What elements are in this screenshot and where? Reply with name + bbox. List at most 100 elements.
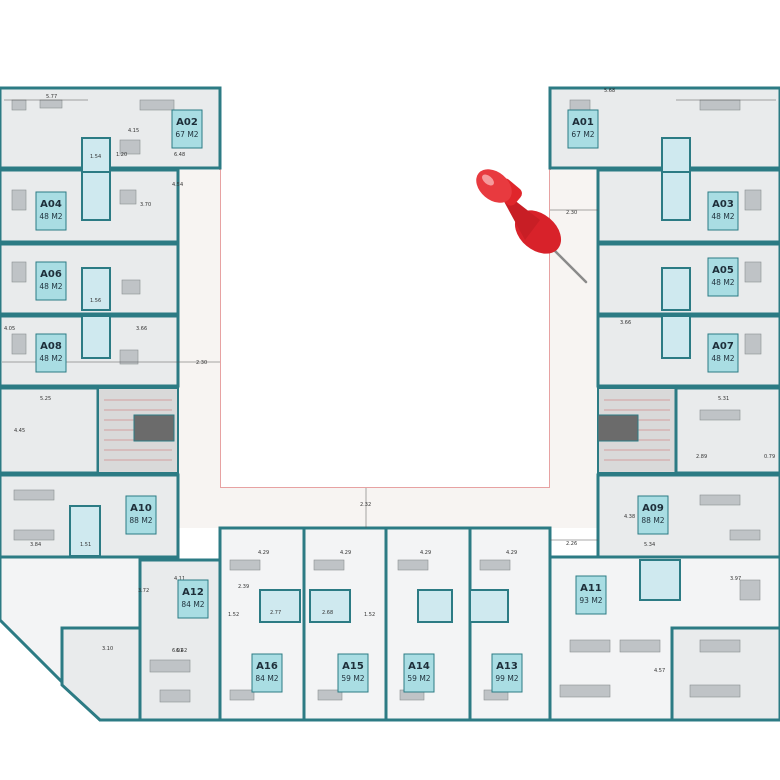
unit-code: A04 [40,199,62,210]
dimension-label: 2.30 [196,360,207,366]
dimension-label: 3.10 [102,646,113,652]
unit-a04-label[interactable]: A04 48 M2 [35,191,67,231]
unit-code: A10 [130,503,152,514]
dimension-label: 3.66 [620,320,631,326]
unit-area: 67 M2 [571,130,594,139]
dimension-labels: 5.77 4.15 6.48 1.54 1.20 4.54 3.70 5.68 … [4,88,775,674]
dimension-label: 4.45 [14,428,25,434]
unit-code: A09 [642,503,664,514]
unit-code: A16 [256,661,278,672]
bathroom [469,589,509,623]
unit-a07-label[interactable]: A07 48 M2 [707,333,739,373]
unit-code: A13 [496,661,518,672]
unit-a06-label[interactable]: A06 48 M2 [35,261,67,301]
dimension-label: 1.20 [116,152,127,158]
bathroom [661,267,691,311]
unit-area: 48 M2 [711,354,734,363]
dimension-label: 3.70 [140,202,151,208]
unit-area: 84 M2 [255,674,278,683]
dimension-label: 0.79 [764,454,775,460]
unit-area: 59 M2 [407,674,430,683]
bathroom [81,315,111,359]
dimension-label: 4.29 [420,550,431,556]
unit-code: A05 [712,265,734,276]
dimension-label: 4.05 [4,326,15,332]
dimension-label: 2.89 [696,454,707,460]
dimension-label: 2.77 [270,610,281,616]
bathroom [309,589,351,623]
unit-area: 93 M2 [579,596,602,605]
unit-area: 48 M2 [711,278,734,287]
unit-area: 88 M2 [129,516,152,525]
unit-a05-label[interactable]: A05 48 M2 [707,257,739,297]
bathroom [661,315,691,359]
unit-code: A14 [408,661,430,672]
furniture [11,99,762,703]
unit-area: 67 M2 [175,130,198,139]
unit-a11-label[interactable]: A11 93 M2 [575,575,607,615]
unit-a15-label[interactable]: A15 59 M2 [337,653,369,693]
dimension-label: 2.26 [566,541,577,547]
unit-a01-label[interactable]: A01 67 M2 [567,109,599,149]
bathroom [661,171,691,221]
dimension-label: 1.52 [228,612,239,618]
right-office-room [674,386,780,475]
unit-area: 48 M2 [39,212,62,221]
dimension-label: 3.66 [136,326,147,332]
bathroom [417,589,453,623]
unit-a12-label[interactable]: A12 84 M2 [177,579,209,619]
unit-a16-label[interactable]: A16 84 M2 [251,653,283,693]
dimension-label: 3.84 [30,542,41,548]
dimension-label: 2.32 [360,502,371,508]
unit-area: 88 M2 [641,516,664,525]
dimension-label: 6.42 [176,648,187,654]
dimension-label: 1.54 [90,154,101,160]
unit-code: A08 [40,341,62,352]
dimension-label: 4.11 [174,576,185,582]
unit-a03-label[interactable]: A03 48 M2 [707,191,739,231]
unit-a02-label[interactable]: A02 67 M2 [171,109,203,149]
dimension-label: 3.72 [138,588,149,594]
unit-area: 84 M2 [181,600,204,609]
bathroom [639,559,681,601]
dimension-label: 4.29 [340,550,351,556]
unit-area: 48 M2 [39,282,62,291]
unit-code: A03 [712,199,734,210]
unit-a10-label[interactable]: A10 88 M2 [125,495,157,535]
dimension-label: 5.68 [604,88,615,94]
dimension-label: 5.77 [46,94,57,100]
dimension-label: 5.25 [40,396,51,402]
dimension-label: 1.51 [80,542,91,548]
dimension-label: 4.29 [506,550,517,556]
bathroom [81,267,111,311]
unit-area: 48 M2 [39,354,62,363]
unit-code: A06 [40,269,62,280]
unit-a13-label[interactable]: A13 99 M2 [491,653,523,693]
unit-code: A11 [580,583,602,594]
bathroom [81,171,111,221]
unit-area: 99 M2 [495,674,518,683]
bathroom [259,589,301,623]
dimension-label: 4.57 [654,668,665,674]
dimension-label: 2.68 [322,610,333,616]
dimension-label: 4.54 [172,182,183,188]
bathroom [81,137,111,173]
unit-code: A12 [182,587,204,598]
unit-a14-label[interactable]: A14 59 M2 [403,653,435,693]
dimension-label: 2.39 [238,584,249,590]
lower-left-room [60,626,142,722]
unit-code: A02 [176,117,198,128]
dimension-label: 1.56 [90,298,101,304]
dimension-label: 4.29 [258,550,269,556]
push-pin-icon [476,169,588,284]
dimension-label: 5.34 [644,542,655,548]
unit-a08-label[interactable]: A08 48 M2 [35,333,67,373]
unit-a09-label[interactable]: A09 88 M2 [637,495,669,535]
dimension-label: 3.97 [730,576,741,582]
dimension-label: 6.01 [172,648,183,654]
dimension-label: 5.31 [718,396,729,402]
dimension-label: 2.30 [566,210,577,216]
unit-area: 59 M2 [341,674,364,683]
unit-code: A01 [572,117,594,128]
